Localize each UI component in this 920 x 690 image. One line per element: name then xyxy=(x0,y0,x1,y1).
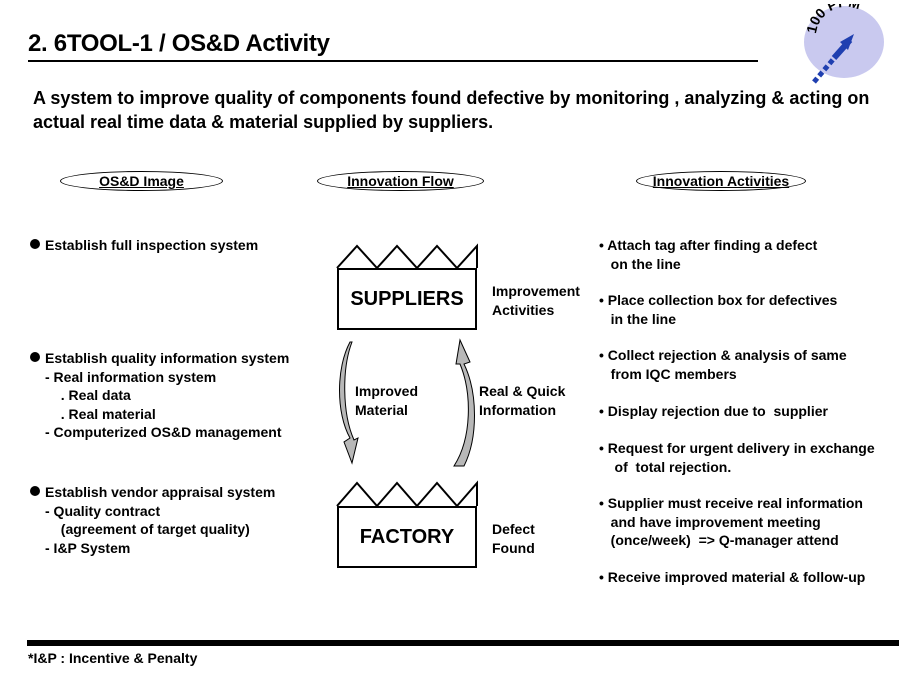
left-group-line: . Real material xyxy=(53,405,156,422)
footnote: *I&P : Incentive & Penalty xyxy=(28,650,198,666)
heading-innovation-activities: Innovation Activities xyxy=(636,171,806,191)
label-line: Improvement xyxy=(492,283,580,299)
real-quick-information-label: Real & Quick Information xyxy=(479,382,565,419)
bullet-icon xyxy=(30,352,40,362)
label-line: Defect xyxy=(492,521,535,537)
label-line: Material xyxy=(355,401,408,418)
activity-item: • Attach tag after finding a defect on t… xyxy=(599,237,818,272)
left-group-head: Establish full inspection system xyxy=(45,237,259,253)
defect-found-label: Defect Found xyxy=(492,520,535,557)
factory-roof-icon xyxy=(336,480,478,508)
activity-item: • Supplier must receive real information… xyxy=(599,495,863,548)
left-group-line: - I&P System xyxy=(45,539,131,556)
label-line: Information xyxy=(479,401,556,418)
bullet-icon xyxy=(30,239,40,249)
left-group-quality-info: Establish quality information system - R… xyxy=(30,349,290,442)
activity-item: • Display rejection due to supplier xyxy=(599,403,828,419)
activity-item: • Place collection box for defectives in… xyxy=(599,292,838,327)
up-arrow-icon xyxy=(453,338,475,467)
left-group-line: - Real information system xyxy=(45,368,217,385)
improved-material-label: Improved Material xyxy=(355,382,418,419)
improvement-activities-label: Improvement Activities xyxy=(492,282,580,319)
activity-item: • Request for urgent delivery in exchang… xyxy=(599,440,875,475)
suppliers-roof-icon xyxy=(336,243,478,270)
bullet-icon xyxy=(30,486,40,496)
label-line: Improved xyxy=(355,383,419,399)
left-group-inspection: Establish full inspection system xyxy=(30,236,259,255)
title-underline xyxy=(28,60,758,62)
page-title: 2. 6TOOL-1 / OS&D Activity xyxy=(28,30,330,57)
left-group-vendor: Establish vendor appraisal system - Qual… xyxy=(30,483,276,557)
label-line: Found xyxy=(492,539,535,556)
left-group-line: - Quality contract xyxy=(45,502,161,519)
left-group-line: - Computerized OS&D management xyxy=(45,424,282,440)
label-line: Activities xyxy=(492,301,555,318)
down-arrow-icon xyxy=(339,341,359,465)
page-subtitle: A system to improve quality of component… xyxy=(33,88,870,132)
suppliers-box: SUPPLIERS xyxy=(337,268,477,330)
left-group-head: Establish quality information system xyxy=(45,350,290,366)
left-group-line: . Real data xyxy=(53,387,131,403)
factory-box: FACTORY xyxy=(337,506,477,568)
label-line: Real & Quick xyxy=(479,383,566,399)
footer-divider xyxy=(27,640,899,646)
left-group-head: Establish vendor appraisal system xyxy=(45,484,276,500)
heading-innovation-flow: Innovation Flow xyxy=(317,171,484,191)
activity-item: • Collect rejection & analysis of same f… xyxy=(599,347,847,382)
ppm-badge-icon: 100 PPM xyxy=(803,4,884,84)
activity-item: • Receive improved material & follow-up xyxy=(599,569,866,585)
left-group-line: (agreement of target quality) xyxy=(53,521,250,537)
heading-osd-image: OS&D Image xyxy=(60,171,223,191)
